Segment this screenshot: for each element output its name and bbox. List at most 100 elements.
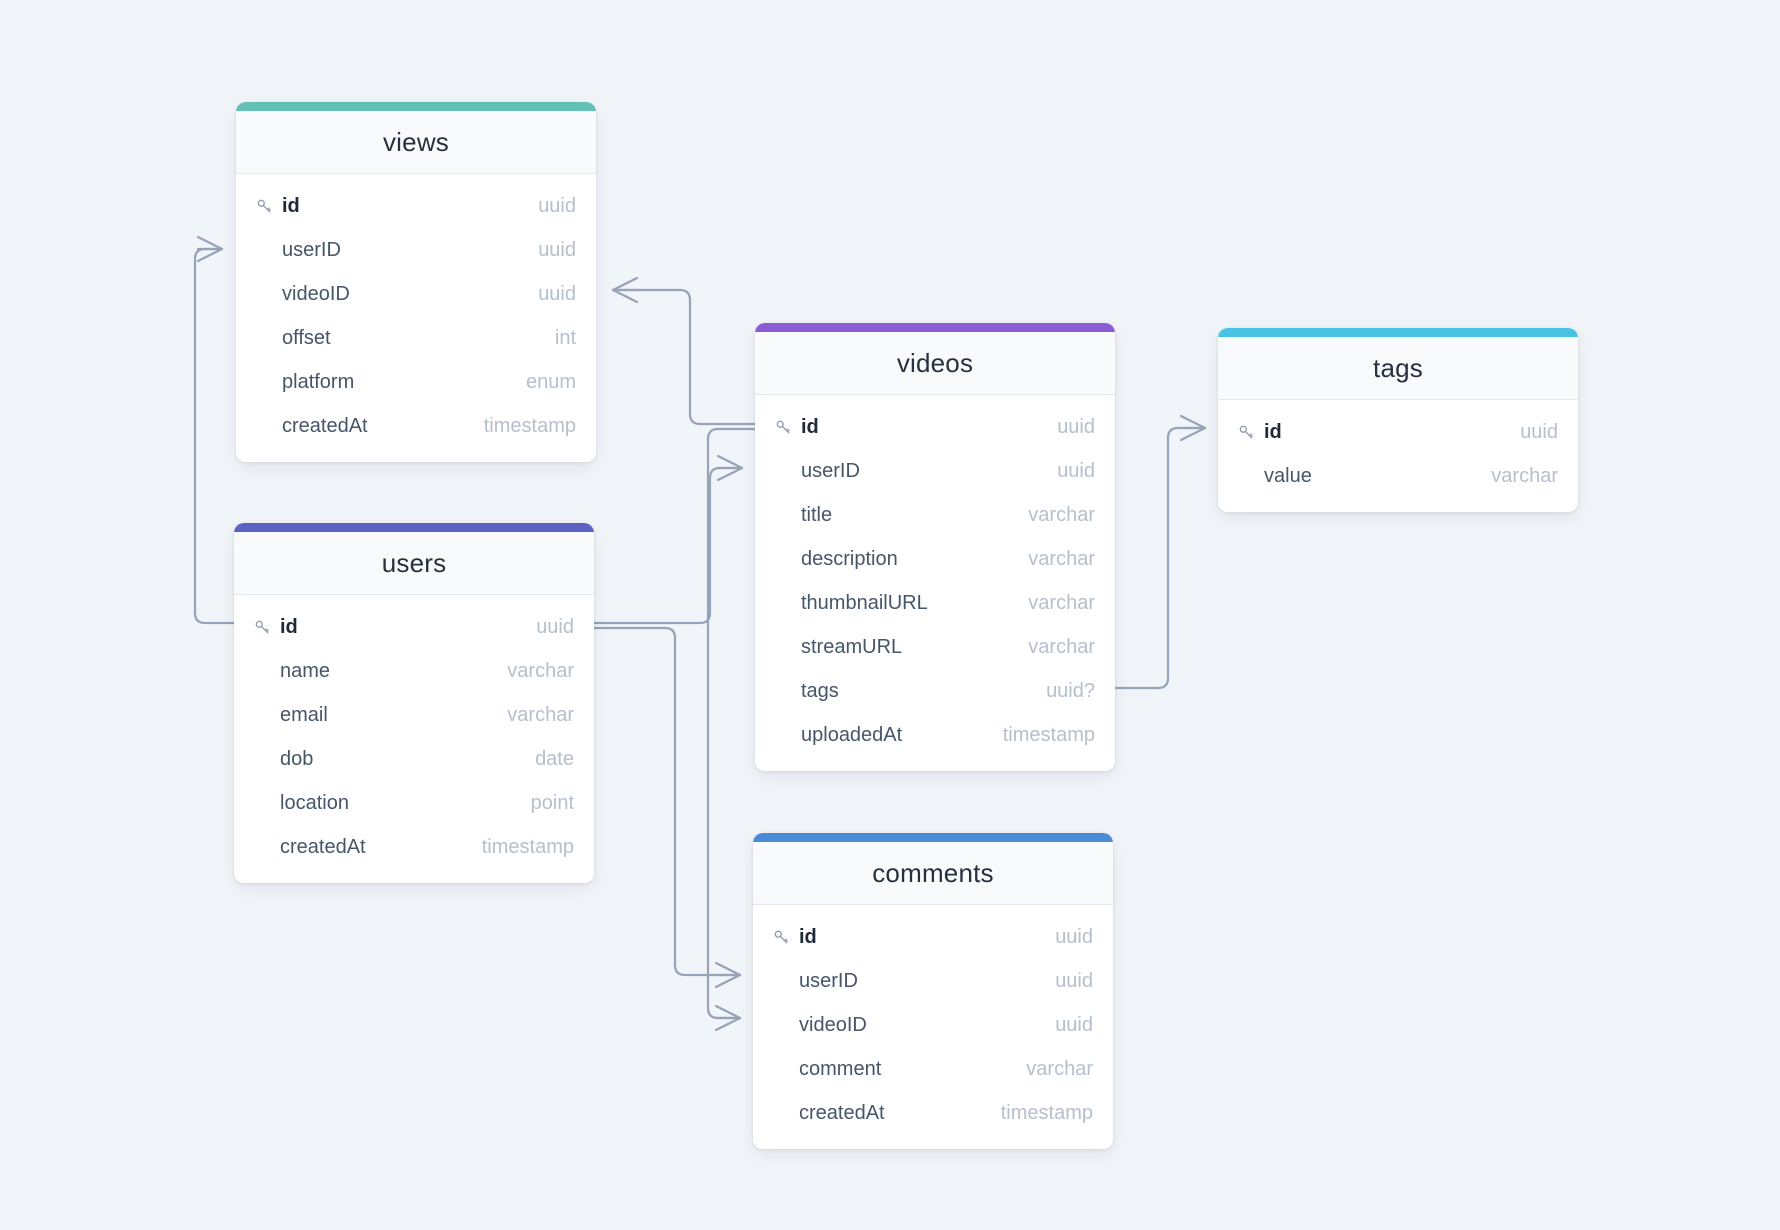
table-title-band: videos xyxy=(755,332,1115,395)
key-icon xyxy=(773,929,799,946)
column-name: location xyxy=(280,791,349,814)
edge-videos-tags-to-tags-id xyxy=(1113,414,1207,690)
column-type: uuid xyxy=(1055,1013,1093,1036)
column-type: varchar xyxy=(1028,635,1095,658)
table-accent-bar xyxy=(1218,328,1578,337)
table-title: views xyxy=(382,126,449,157)
column-type: uuid xyxy=(1055,969,1093,992)
column-name: userID xyxy=(799,969,858,992)
column-type: varchar xyxy=(1491,464,1558,487)
key-icon xyxy=(775,419,801,436)
column-name-group: createdAt xyxy=(254,836,468,859)
column-row[interactable]: userID uuid xyxy=(236,228,596,272)
column-type: timestamp xyxy=(483,414,576,437)
column-name: platform xyxy=(282,370,355,393)
column-name-group: dob xyxy=(254,748,521,771)
column-type: varchar xyxy=(1026,1057,1093,1080)
column-type: uuid xyxy=(538,238,576,261)
column-name-group: userID xyxy=(256,239,524,262)
table-accent-bar xyxy=(755,323,1115,332)
column-type: enum xyxy=(525,370,576,393)
column-name-group: title xyxy=(775,504,1014,527)
table-title: comments xyxy=(872,857,994,888)
column-type: uuid xyxy=(1057,459,1095,482)
column-name-group: name xyxy=(254,660,493,683)
column-type: timestamp xyxy=(1000,1101,1093,1124)
column-name-group: value xyxy=(1238,465,1477,488)
column-name: id xyxy=(1264,420,1282,443)
column-row[interactable]: userID uuid xyxy=(753,959,1113,1003)
key-icon xyxy=(256,198,282,215)
column-row[interactable]: createdAt timestamp xyxy=(236,404,596,448)
column-name-group: uploadedAt xyxy=(775,724,989,747)
table-title-band: views xyxy=(236,111,596,174)
column-name: createdAt xyxy=(799,1101,885,1124)
table-title: users xyxy=(381,547,447,578)
column-row[interactable]: streamURL varchar xyxy=(755,625,1115,669)
column-row[interactable]: videoID uuid xyxy=(753,1003,1113,1047)
column-row[interactable]: userID uuid xyxy=(755,449,1115,493)
column-name: comment xyxy=(799,1057,882,1080)
column-name: name xyxy=(280,659,331,682)
column-type: varchar xyxy=(1028,503,1095,526)
column-name-group: comment xyxy=(773,1058,1012,1081)
edge-videos-id-to-comments-videoid xyxy=(706,427,757,1032)
column-name: streamURL xyxy=(801,635,903,658)
key-icon xyxy=(254,619,280,636)
column-type: uuid xyxy=(536,615,574,638)
column-name-group: id xyxy=(775,416,1043,439)
column-name: id xyxy=(282,194,300,217)
table-title: videos xyxy=(896,347,974,378)
column-name: userID xyxy=(282,238,341,261)
column-name: tags xyxy=(801,679,839,702)
column-name-group: email xyxy=(254,704,493,727)
table-title-band: users xyxy=(234,532,594,595)
column-name-group: id xyxy=(773,926,1041,949)
column-name: videoID xyxy=(282,282,350,305)
column-name-group: offset xyxy=(256,327,541,350)
column-name-group: createdAt xyxy=(773,1102,987,1125)
column-name-group: id xyxy=(254,616,522,639)
column-row[interactable]: title varchar xyxy=(755,493,1115,537)
column-row[interactable]: createdAt timestamp xyxy=(234,825,594,869)
column-name: dob xyxy=(280,747,314,770)
column-name: videoID xyxy=(799,1013,867,1036)
column-row[interactable]: location point xyxy=(234,781,594,825)
column-row[interactable]: platform enum xyxy=(236,360,596,404)
table-accent-bar xyxy=(236,102,596,111)
key-icon xyxy=(1238,424,1264,441)
column-name: userID xyxy=(801,459,860,482)
column-row[interactable]: comment varchar xyxy=(753,1047,1113,1091)
column-row[interactable]: createdAt timestamp xyxy=(753,1091,1113,1135)
column-name: thumbnailURL xyxy=(801,591,928,614)
column-type: point xyxy=(530,791,574,814)
column-type: timestamp xyxy=(481,835,574,858)
column-row[interactable]: value varchar xyxy=(1218,454,1578,498)
column-name-group: tags xyxy=(775,680,1032,703)
column-name: createdAt xyxy=(282,414,368,437)
